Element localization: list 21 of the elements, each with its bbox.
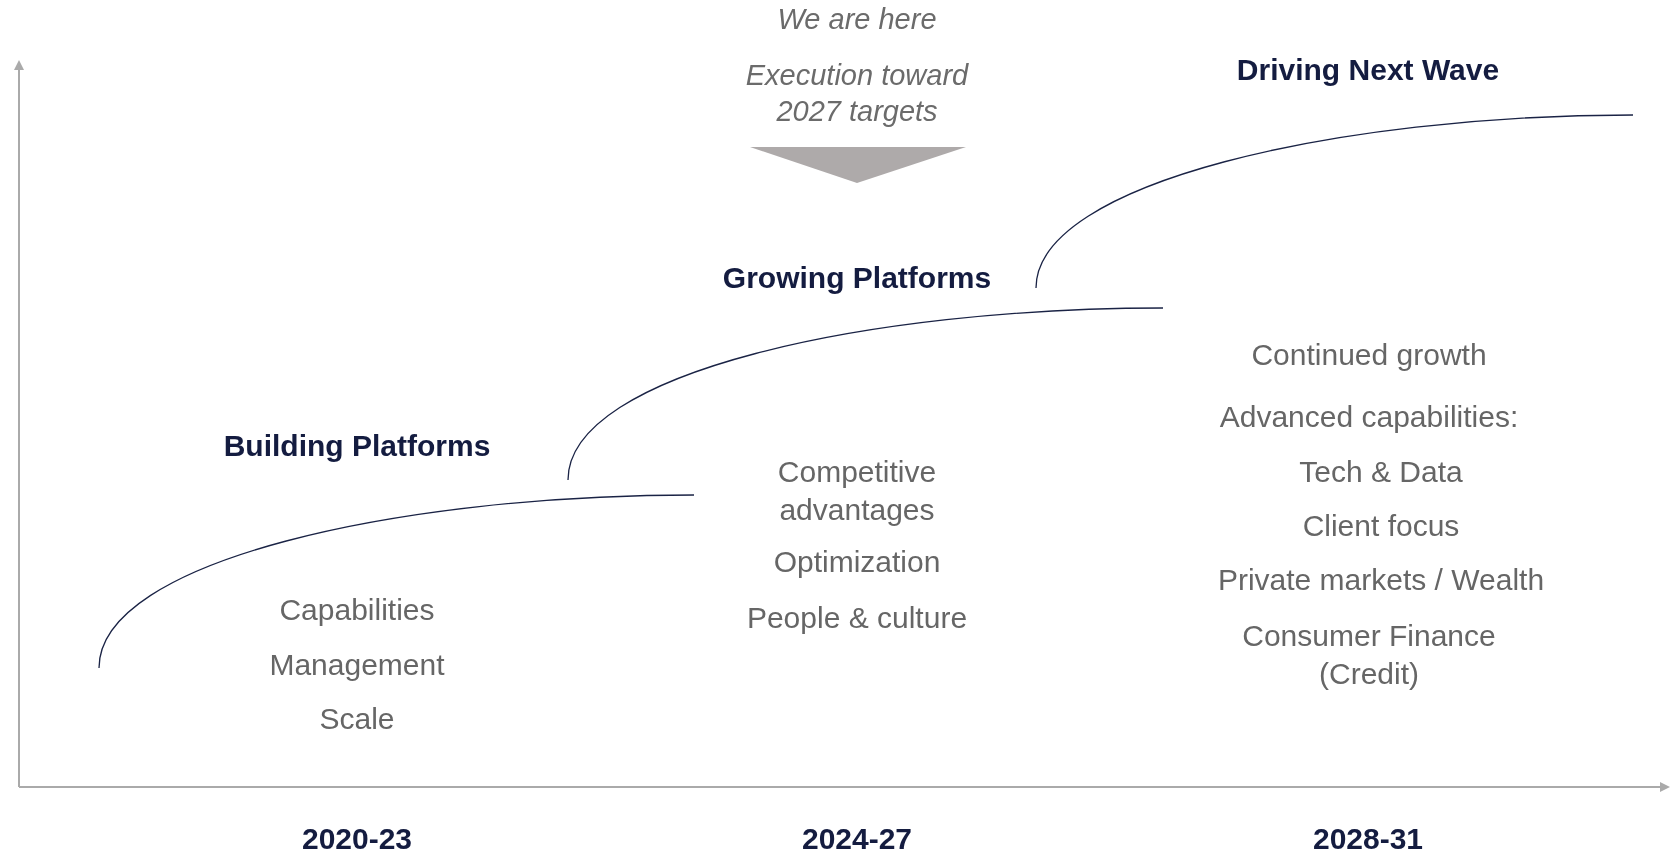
list-item: Private markets / Wealth	[1217, 562, 1545, 599]
list-item: People & culture	[746, 600, 968, 637]
list-item: Capabilities	[279, 592, 435, 629]
status-note: We are here	[777, 1, 937, 37]
list-item: Optimization	[773, 544, 941, 581]
phase-title: Driving Next Wave	[1236, 52, 1500, 89]
list-item: Management	[269, 647, 445, 684]
status-note: Execution toward 2027 targets	[744, 57, 970, 129]
list-item: Consumer Finance (Credit)	[1241, 617, 1497, 692]
phase-title: Building Platforms	[223, 428, 491, 465]
axis-label: 2020-23	[301, 821, 413, 855]
list-item: Client focus	[1302, 508, 1460, 545]
list-item: Competitive advantages	[776, 453, 938, 528]
list-item: Tech & Data	[1299, 454, 1463, 491]
pointer-triangle	[750, 147, 966, 183]
axis-label: 2028-31	[1312, 821, 1424, 855]
list-item: Scale	[319, 701, 395, 738]
axis-label: 2024-27	[801, 821, 913, 855]
list-item: Advanced capabilities:	[1219, 399, 1519, 436]
list-item: Continued growth	[1251, 337, 1487, 374]
phase-title: Growing Platforms	[722, 260, 992, 297]
